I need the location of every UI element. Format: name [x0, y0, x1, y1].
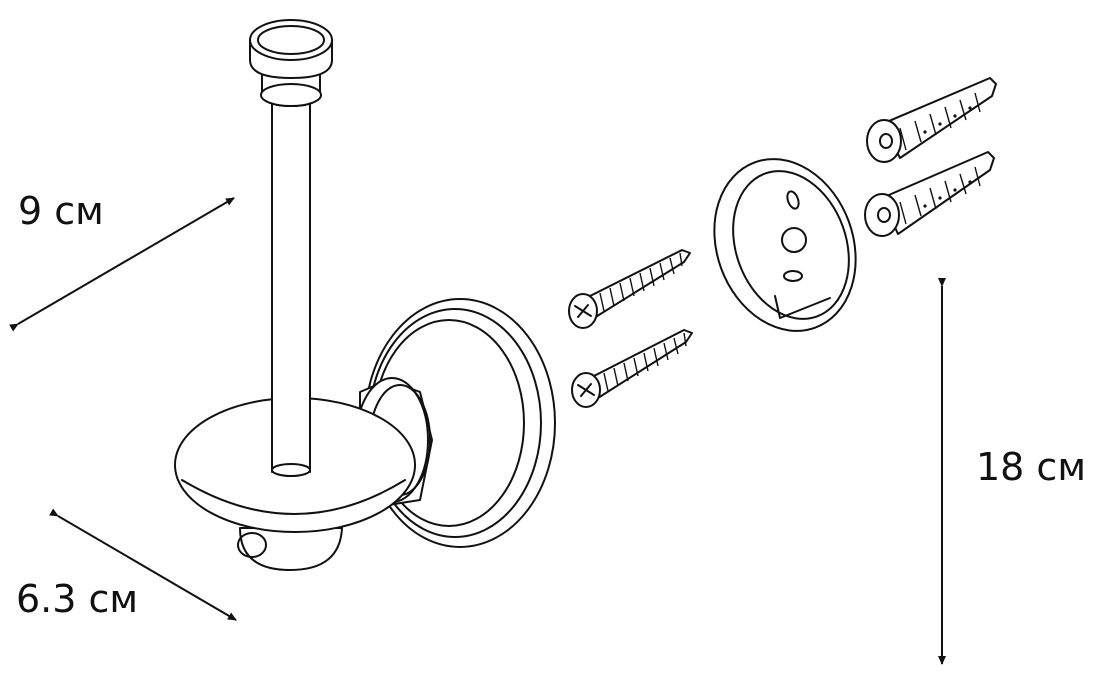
screw-top: [568, 249, 691, 329]
height-dimension-label: 18 см: [976, 445, 1086, 489]
width-arrow: [49, 508, 237, 621]
wall-plug-bottom: [864, 151, 995, 237]
dimension-arrows: [9, 197, 946, 665]
dowel-drawing: [864, 77, 997, 237]
screw-bottom: [571, 329, 693, 408]
screw-drawing: [568, 249, 693, 408]
roll-holder-drawing: [174, 19, 556, 571]
width-dimension-label: 6.3 см: [16, 577, 139, 621]
depth-dimension-label: 9 см: [18, 189, 104, 233]
wall-plug-top: [866, 77, 997, 163]
wall-plate-drawing: [713, 158, 857, 332]
depth-arrow: [9, 197, 235, 332]
